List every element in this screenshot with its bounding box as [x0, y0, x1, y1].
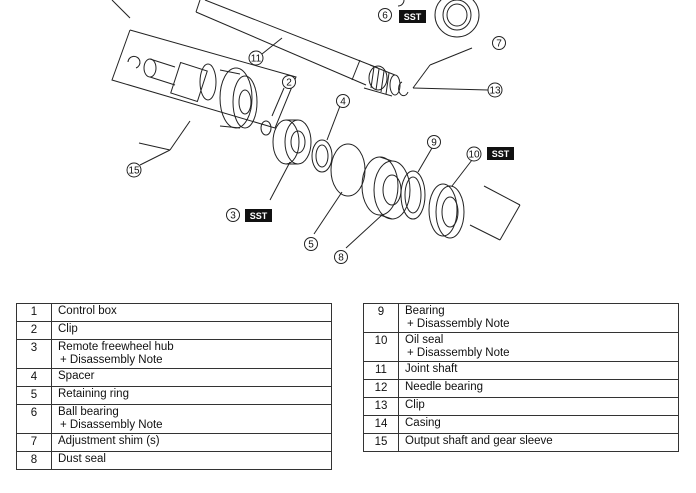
callout-8: 7 — [492, 36, 506, 50]
callout-9: 6 — [378, 8, 392, 22]
callout-10: 10 — [466, 146, 482, 162]
clip-2-drawing — [260, 87, 285, 136]
callout-6: 8 — [334, 250, 348, 264]
callout-11: 11 — [248, 37, 283, 66]
callout-5: 5 — [304, 237, 318, 251]
svg-text:7: 7 — [496, 39, 502, 50]
svg-text:SST: SST — [250, 211, 268, 221]
sst-badge-9: SST — [399, 10, 426, 23]
part-name: Joint shaft — [405, 363, 458, 375]
callout-markers: 6 SST 7 11 13 2 4 9 — [126, 8, 514, 264]
svg-text:13: 13 — [489, 86, 501, 97]
retaining-ring-drawing — [313, 143, 366, 235]
svg-text:10: 10 — [468, 150, 480, 161]
exploded-view-diagram: 6 SST 7 11 13 2 4 9 — [111, 0, 521, 264]
svg-text:6: 6 — [382, 11, 388, 22]
part-name: Clip — [58, 323, 78, 335]
part-name: Output shaft and gear sleeve — [405, 435, 553, 447]
joint-shaft-drawing — [111, 0, 401, 97]
spacer-drawing — [311, 105, 341, 173]
svg-text:SST: SST — [492, 149, 510, 159]
callout-15: 15 — [126, 149, 171, 178]
ball-bearing-drawing — [345, 156, 411, 249]
svg-text:15: 15 — [128, 166, 140, 177]
part-name: Retaining ring — [58, 388, 129, 400]
disassembly-note: + Disassembly Note — [407, 347, 510, 359]
svg-text:SST: SST — [404, 12, 422, 22]
sst-badge-10: SST — [487, 147, 514, 160]
svg-text:4: 4 — [340, 97, 346, 108]
disassembly-note: + Disassembly Note — [60, 354, 163, 366]
part-name: Adjustment shim (s) — [58, 435, 160, 447]
oil-seal-drawing — [428, 159, 521, 241]
callout-13: 13 — [487, 82, 503, 98]
part-name: Oil seal — [405, 334, 444, 346]
callout-7: 9 — [427, 135, 441, 149]
dust-seal-drawing — [397, 0, 480, 38]
svg-text:11: 11 — [251, 54, 262, 65]
adjustment-shim-drawing — [400, 147, 433, 220]
part-name: Casing — [405, 417, 441, 429]
part-name: Spacer — [58, 370, 95, 382]
disassembly-note: + Disassembly Note — [60, 419, 163, 431]
freewheel-hub-drawing — [269, 119, 312, 201]
svg-text:2: 2 — [286, 78, 292, 89]
part-name: Bearing — [405, 305, 445, 317]
part-name: Needle bearing — [405, 381, 484, 393]
disassembly-note: + Disassembly Note — [407, 318, 510, 330]
callout-2: 2 — [282, 75, 296, 89]
output-shaft-drawing — [127, 55, 258, 129]
callout-4: 4 — [336, 94, 350, 108]
svg-text:5: 5 — [308, 240, 314, 251]
callout-3: 3 — [226, 208, 240, 222]
sst-badge-3: SST — [245, 209, 272, 222]
svg-text:9: 9 — [431, 138, 437, 149]
clip-13-drawing — [398, 47, 489, 97]
svg-text:3: 3 — [230, 211, 236, 222]
part-name: Clip — [405, 399, 425, 411]
svg-text:8: 8 — [338, 253, 344, 264]
part-name: Remote freewheel hub — [58, 341, 174, 353]
part-name: Ball bearing — [58, 406, 119, 418]
part-name: Control box — [58, 305, 117, 317]
output-shaft-frame — [111, 29, 297, 151]
part-name: Dust seal — [58, 453, 106, 465]
